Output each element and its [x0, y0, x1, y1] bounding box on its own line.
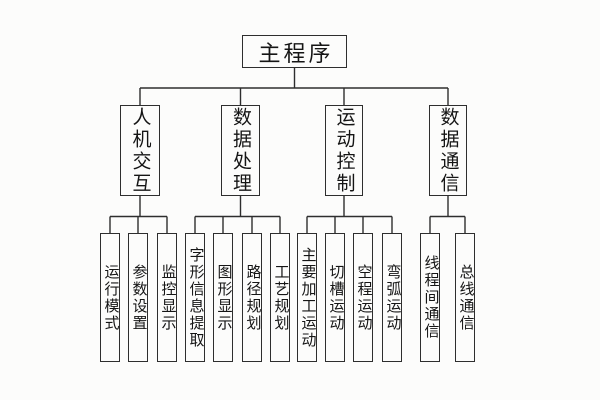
- branch-motion-control: 运动控制: [325, 105, 363, 196]
- root-node-main-program: 主程序: [242, 35, 347, 68]
- leaf-label: 监控显示: [159, 263, 176, 332]
- leaf-run-mode: 运行模式: [100, 233, 120, 362]
- leaf-label: 工艺规划: [272, 263, 289, 332]
- leaf-label: 主要加工运动: [299, 246, 316, 349]
- leaf-graphics-display: 图形显示: [213, 233, 233, 362]
- leaf-label: 参数设置: [130, 263, 147, 332]
- leaf-arc-bending-motion: 弯弧运动: [382, 233, 402, 362]
- leaf-path-planning: 路径规划: [242, 233, 262, 362]
- leaf-label: 弯弧运动: [384, 263, 401, 332]
- leaf-glyph-info-extraction: 字形信息提取: [185, 233, 205, 362]
- branch-data-communication: 数据通信: [429, 105, 467, 196]
- branch-label: 数据通信: [437, 106, 459, 195]
- leaf-inter-thread-communication: 线程间通信: [420, 233, 440, 362]
- leaf-label: 切槽运动: [327, 263, 344, 332]
- leaf-grooving-motion: 切槽运动: [325, 233, 345, 362]
- leaf-idle-travel-motion: 空程运动: [353, 233, 373, 362]
- leaf-label: 路径规划: [244, 263, 261, 332]
- leaf-label: 图形显示: [215, 263, 232, 332]
- leaf-main-machining-motion: 主要加工运动: [297, 233, 317, 362]
- leaf-label: 总线通信: [457, 263, 474, 332]
- root-node-label: 主程序: [258, 40, 334, 66]
- branch-label: 运动控制: [333, 106, 355, 195]
- leaf-label: 空程运动: [355, 263, 372, 332]
- branch-data-processing: 数据处理: [221, 105, 260, 196]
- branch-human-machine-interaction: 人机交互: [120, 105, 160, 196]
- leaf-process-planning: 工艺规划: [270, 233, 290, 362]
- leaf-label: 字形信息提取: [187, 246, 204, 349]
- leaf-label: 线程间通信: [422, 255, 439, 340]
- branch-label: 人机交互: [129, 106, 151, 195]
- leaf-label: 运行模式: [102, 263, 119, 332]
- leaf-monitoring-display: 监控显示: [157, 233, 177, 362]
- leaf-bus-communication: 总线通信: [455, 233, 475, 362]
- leaf-parameter-settings: 参数设置: [128, 233, 148, 362]
- branch-label: 数据处理: [230, 106, 251, 195]
